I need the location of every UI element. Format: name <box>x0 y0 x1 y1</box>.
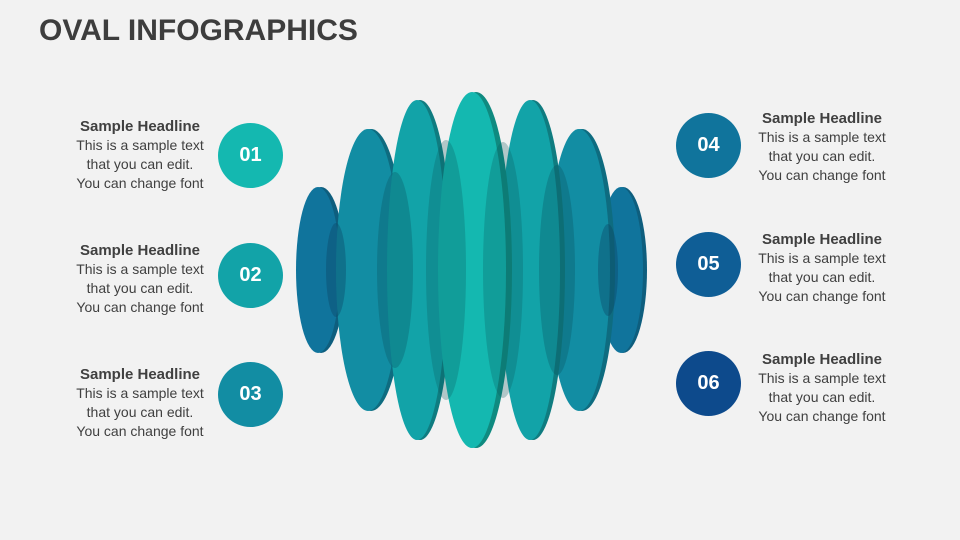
oval-right-1 <box>500 100 560 440</box>
badge-05: 05 <box>676 232 741 297</box>
item-body-line: This is a sample text <box>758 129 886 145</box>
item-04-text: Sample Headline This is a sample text th… <box>722 109 922 185</box>
item-body-line: that you can edit. <box>86 404 194 420</box>
item-body-line: This is a sample text <box>76 137 204 153</box>
item-headline: Sample Headline <box>761 231 883 248</box>
item-headline: Sample Headline <box>79 118 201 135</box>
oval-left-2 <box>336 129 400 411</box>
overlap-shadow <box>326 223 346 317</box>
item-body-line: You can change font <box>758 408 886 424</box>
badge-06: 06 <box>676 351 741 416</box>
item-body-line: You can change font <box>76 299 204 315</box>
item-body-line: that you can edit. <box>768 148 876 164</box>
item-body-line: that you can edit. <box>86 280 194 296</box>
item-01-text: Sample Headline This is a sample text th… <box>40 117 240 193</box>
item-body-line: that you can edit. <box>86 156 194 172</box>
item-body-line: You can change font <box>76 175 204 191</box>
badge-04: 04 <box>676 113 741 178</box>
oval-left-1 <box>387 100 447 440</box>
item-headline: Sample Headline <box>761 110 883 127</box>
item-body-line: This is a sample text <box>758 250 886 266</box>
item-headline: Sample Headline <box>79 242 201 259</box>
item-body-line: This is a sample text <box>758 370 886 386</box>
overlap-shadow <box>483 142 523 398</box>
overlap-shadow <box>426 140 466 400</box>
item-02-text: Sample Headline This is a sample text th… <box>40 241 240 317</box>
oval-right-2 <box>548 129 610 411</box>
item-05-text: Sample Headline This is a sample text th… <box>722 230 922 306</box>
overlap-shadow <box>539 165 575 375</box>
item-03-text: Sample Headline This is a sample text th… <box>40 365 240 441</box>
badge-02: 02 <box>218 243 283 308</box>
item-headline: Sample Headline <box>761 351 883 368</box>
item-body-line: This is a sample text <box>76 385 204 401</box>
item-body-line: You can change font <box>758 288 886 304</box>
item-body-line: that you can edit. <box>768 389 876 405</box>
item-06-text: Sample Headline This is a sample text th… <box>722 350 922 426</box>
badge-01: 01 <box>218 123 283 188</box>
item-headline: Sample Headline <box>79 366 201 383</box>
badge-03: 03 <box>218 362 283 427</box>
page-title: OVAL INFOGRAPHICS <box>39 14 358 47</box>
oval-left-3 <box>296 187 340 353</box>
item-body-line: You can change font <box>758 167 886 183</box>
overlap-shadow <box>377 172 413 368</box>
item-body-line: This is a sample text <box>76 261 204 277</box>
item-body-line: that you can edit. <box>768 269 876 285</box>
oval-center <box>438 92 506 448</box>
overlap-shadow <box>598 224 618 316</box>
item-body-line: You can change font <box>76 423 204 439</box>
